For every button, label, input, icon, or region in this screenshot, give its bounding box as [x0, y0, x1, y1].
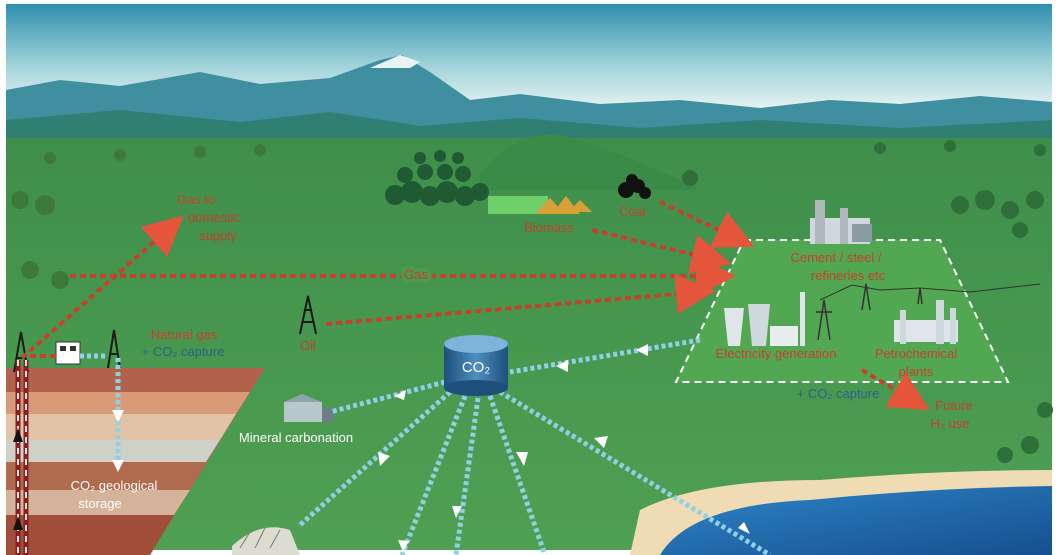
label-petrochemical-1: Petrochemical [875, 346, 957, 361]
cement-plant-icon [810, 200, 872, 244]
flow-to-sea [498, 389, 772, 555]
co2-tank-icon [444, 335, 508, 396]
label-plant-capture: + CO₂ capture [797, 386, 880, 401]
label-coal: Coal [619, 204, 646, 219]
label-natural-gas: Natural gas [151, 327, 218, 342]
industry-zone [674, 239, 1010, 383]
snow-cap [370, 55, 420, 68]
oil-derrick-icon [299, 295, 317, 335]
gas-processing-plant-icon [55, 341, 81, 365]
trees-left [11, 144, 266, 289]
geological-layers [6, 368, 265, 555]
flow-gas-domestic [20, 215, 185, 360]
forest [385, 150, 489, 206]
label-oil: Oil [300, 338, 316, 353]
label-gas: Gas [404, 267, 428, 282]
label-storage-1: CO₂ geological [71, 478, 158, 493]
flow-coal [659, 200, 755, 248]
well-pipe [13, 360, 29, 555]
label-biomass: Biomass [524, 220, 574, 235]
flow-oil [325, 274, 716, 326]
trees-right [682, 140, 1053, 463]
hill [480, 134, 700, 190]
fossil-flows [20, 200, 930, 411]
crop-field [488, 196, 548, 214]
label-gas-domestic-2: domestic [188, 210, 241, 225]
flow-down-1 [399, 395, 468, 555]
plant-window [70, 346, 76, 351]
mineral-carbonation-plant-icon [284, 394, 334, 422]
label-electricity: Electricity generation [716, 346, 837, 361]
flow-biomass [591, 228, 732, 274]
coal-pile [618, 174, 651, 199]
storage-facility-icon [232, 527, 300, 555]
flow-down-3 [487, 395, 548, 555]
power-plant-icon [724, 292, 805, 346]
sea [660, 486, 1052, 555]
flow-down-2 [453, 397, 481, 555]
label-natural-gas-capture: + CO₂ capture [142, 344, 225, 359]
co2-flow-arrowheads [112, 344, 750, 552]
label-co2-tank: CO₂ [462, 359, 491, 376]
label-cement-2: refineries etc [811, 268, 886, 283]
pylon-icon [816, 283, 923, 341]
plant-window [60, 346, 66, 351]
flow-to-mineral [329, 379, 446, 415]
label-storage-2: storage [78, 496, 121, 511]
power-lines [819, 283, 1041, 301]
label-future-2: H₂ use [930, 416, 969, 431]
petrochemical-plant-icon [894, 300, 958, 344]
label-mineral-carbonation: Mineral carbonation [239, 430, 353, 445]
flow-to-facility [298, 390, 452, 527]
label-petrochemical-2: plants [899, 364, 934, 379]
biomass-piles [535, 196, 592, 214]
flow-hydrogen [860, 368, 930, 411]
label-future-1: Future [935, 398, 973, 413]
co2-flows [80, 337, 772, 555]
label-cement-1: Cement / steel / [790, 250, 881, 265]
label-gas-domestic-1: Gas to [177, 192, 215, 207]
label-gas-domestic-3: supply [199, 228, 237, 243]
